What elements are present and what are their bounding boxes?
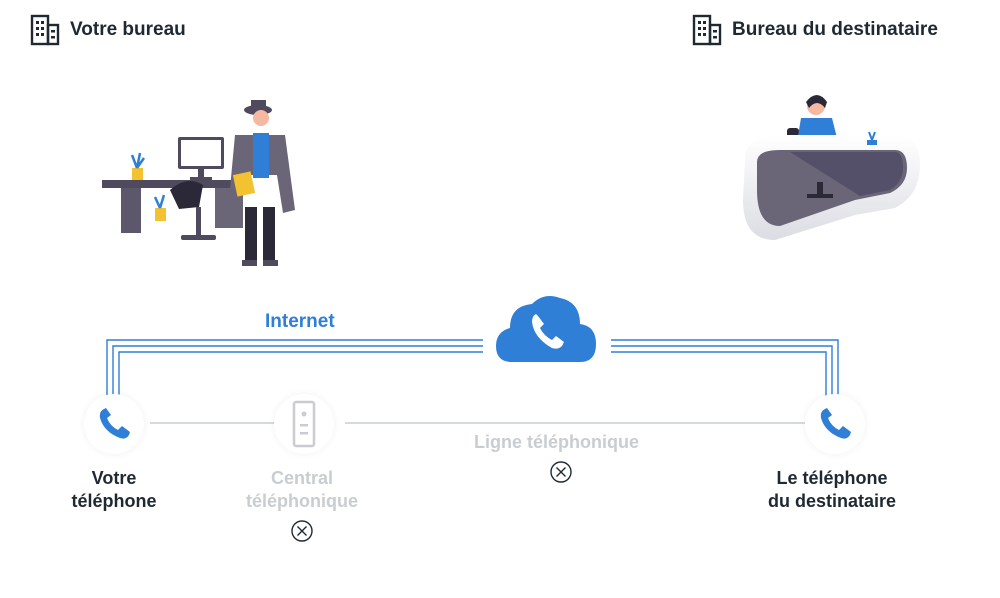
recipient-phone-label-line1: Le téléphone xyxy=(776,468,888,488)
left-office-title: Votre bureau xyxy=(70,19,186,40)
left-office-label: Votre bureau xyxy=(30,14,186,46)
phone-icon xyxy=(99,408,130,439)
cloud-phone-icon xyxy=(496,296,596,362)
your-phone-node xyxy=(84,394,144,454)
blocked-icon xyxy=(550,461,572,483)
building-icon xyxy=(30,14,60,46)
blocked-icon xyxy=(291,520,313,542)
your-phone-label: Votre téléphone xyxy=(44,467,184,513)
recipient-phone-label: Le téléphone du destinataire xyxy=(742,467,922,513)
building-icon xyxy=(692,14,722,46)
exchange-label-line1: Central xyxy=(270,468,333,488)
your-phone-label-line2: téléphone xyxy=(71,491,157,511)
right-office-title: Bureau du destinataire xyxy=(732,19,938,40)
exchange-node xyxy=(274,394,334,454)
recipient-phone-label-line2: du destinataire xyxy=(767,491,897,511)
right-office-label: Bureau du destinataire xyxy=(692,14,938,46)
exchange-label: Central téléphonique xyxy=(232,467,372,513)
recipient-office-illustration xyxy=(743,95,920,240)
your-office-illustration xyxy=(102,100,295,266)
phone-icon xyxy=(820,408,851,439)
recipient-phone-node xyxy=(805,394,865,454)
phone-line-label: Ligne téléphonique xyxy=(474,432,639,452)
internet-label: Internet xyxy=(265,311,335,332)
your-phone-label-line1: Votre xyxy=(91,468,137,488)
exchange-box-icon xyxy=(292,400,316,448)
exchange-label-line2: téléphonique xyxy=(246,491,358,511)
